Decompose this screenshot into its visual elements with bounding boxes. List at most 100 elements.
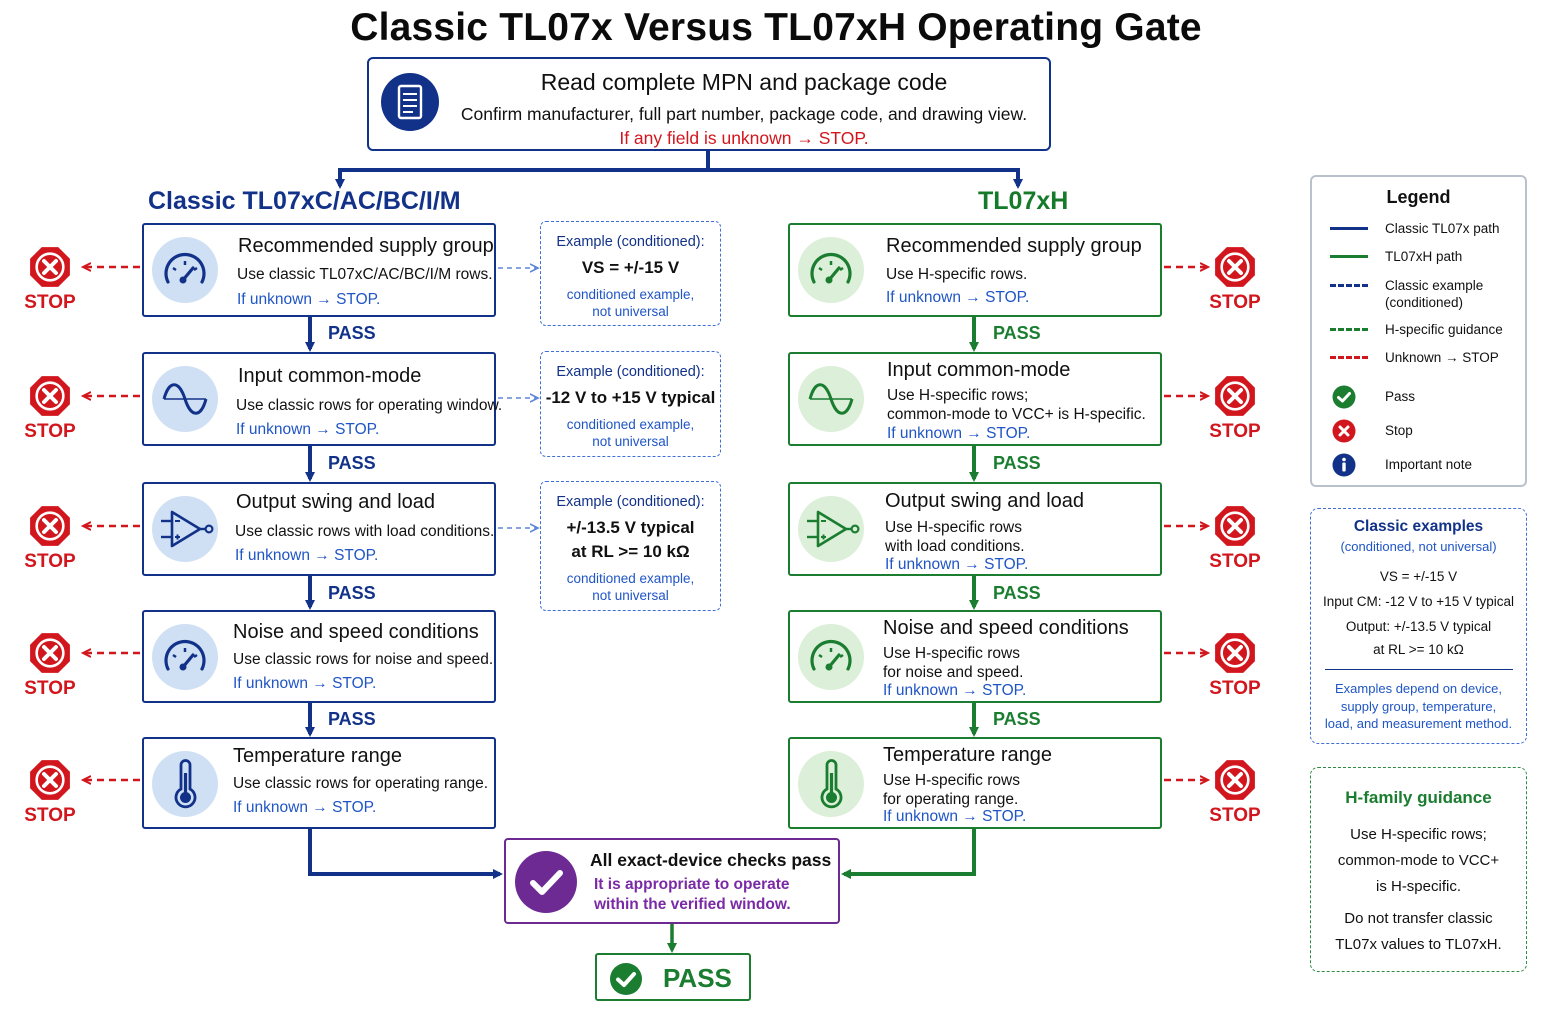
classic-examples-line: Input CM: -12 V to +15 V typical bbox=[1323, 594, 1514, 609]
classic-step-title: Input common-mode bbox=[238, 365, 422, 387]
h-family-guidance-panel: H-family guidance Use H-specific rows; c… bbox=[1310, 767, 1527, 972]
example-heading: Example (conditioned): bbox=[556, 364, 705, 380]
h-step-description: Use H-specific rows; common-mode to VCC+… bbox=[887, 387, 1146, 423]
h-step-unknown-rule: If unknown → STOP. bbox=[885, 556, 1029, 573]
classic-stop-badge: STOP bbox=[21, 244, 79, 314]
h-step-description: Use H-specific rows with load conditions… bbox=[885, 519, 1025, 555]
legend-item: Pass bbox=[1330, 385, 1416, 409]
classic-examples-line: at RL >= 10 kΩ bbox=[1373, 642, 1464, 657]
example-note: conditioned example, not universal bbox=[566, 571, 695, 603]
gauge-icon bbox=[152, 624, 218, 690]
legend-item-label: Classic example (conditioned) bbox=[1385, 278, 1484, 310]
example-heading: Example (conditioned): bbox=[556, 234, 705, 250]
stop-x-icon bbox=[21, 630, 79, 676]
op-amp-icon bbox=[798, 496, 864, 562]
stop-x-icon bbox=[1332, 419, 1356, 447]
h-step-title: Noise and speed conditions bbox=[883, 617, 1129, 639]
all-checks-subtext: It is appropriate to operate within the … bbox=[594, 876, 791, 913]
classic-examples-line: Output: +/-13.5 V typical bbox=[1345, 619, 1492, 634]
classic-pass-label: PASS bbox=[328, 323, 376, 343]
all-checks-pass-box: All exact-device checks pass It is appro… bbox=[504, 838, 840, 924]
classic-step-unknown-rule: If unknown → STOP. bbox=[236, 421, 380, 438]
legend-item-label: Classic TL07x path bbox=[1385, 221, 1500, 236]
stop-label: STOP bbox=[24, 292, 76, 313]
legend-item-label: Important note bbox=[1385, 457, 1473, 472]
classic-step-unknown-rule: If unknown → STOP. bbox=[233, 799, 377, 816]
h-pass-label: PASS bbox=[993, 323, 1041, 343]
classic-column-heading: Classic TL07xC/AC/BC/I/M bbox=[148, 187, 461, 215]
legend-line-swatch bbox=[1330, 328, 1368, 331]
legend-item: TL07xH path bbox=[1330, 248, 1462, 265]
stop-label: STOP bbox=[24, 805, 76, 826]
gauge-icon bbox=[798, 624, 864, 690]
stop-x-icon bbox=[21, 757, 79, 803]
h-stop-badge: STOP bbox=[1206, 373, 1264, 443]
h-stop-badge: STOP bbox=[1206, 630, 1264, 700]
h-step-unknown-rule: If unknown → STOP. bbox=[887, 425, 1031, 442]
classic-examples-note: Examples depend on device, supply group,… bbox=[1324, 681, 1513, 731]
h-pass-label: PASS bbox=[993, 709, 1041, 729]
stop-x-icon bbox=[21, 244, 79, 290]
classic-step-description: Use classic rows with load conditions. bbox=[235, 523, 495, 540]
example-note: conditioned example, not universal bbox=[566, 287, 695, 319]
stop-label: STOP bbox=[24, 551, 76, 572]
h-step-title: Output swing and load bbox=[885, 490, 1085, 512]
h-step-unknown-rule: If unknown → STOP. bbox=[883, 808, 1027, 825]
h-to-final-arrow bbox=[841, 829, 976, 879]
legend-item-label: H-specific guidance bbox=[1385, 322, 1503, 337]
stop-label: STOP bbox=[1209, 421, 1261, 442]
stop-x-icon bbox=[1206, 630, 1264, 676]
classic-step-unknown-rule: If unknown → STOP. bbox=[235, 547, 379, 564]
h-step-title: Temperature range bbox=[883, 744, 1052, 766]
stop-x-icon bbox=[21, 373, 79, 419]
sine-wave-icon bbox=[152, 366, 218, 432]
h-guidance-transfer-warning: Do not transfer classic TL07x values to … bbox=[1335, 910, 1502, 953]
h-guidance-title: H-family guidance bbox=[1345, 788, 1492, 807]
h-guidance-text: Use H-specific rows; common-mode to VCC+… bbox=[1337, 826, 1500, 895]
classic-examples-line: VS = +/-15 V bbox=[1379, 569, 1458, 584]
stop-label: STOP bbox=[1209, 805, 1261, 826]
classic-stop-badge: STOP bbox=[21, 503, 79, 573]
classic-step-unknown-rule: If unknown → STOP. bbox=[233, 675, 377, 692]
h-step-description: Use H-specific rows for noise and speed. bbox=[883, 645, 1024, 681]
pass-check-icon bbox=[609, 962, 643, 1001]
info-icon bbox=[1332, 453, 1356, 481]
example-value: -12 V to +15 V typical bbox=[545, 388, 716, 407]
stop-label: STOP bbox=[1209, 678, 1261, 699]
read-mpn-description: Confirm manufacturer, full part number, … bbox=[460, 104, 1028, 124]
legend-line-swatch bbox=[1330, 227, 1368, 230]
op-amp-icon bbox=[152, 496, 218, 562]
pass-check-icon bbox=[1332, 385, 1356, 413]
h-step-unknown-rule: If unknown → STOP. bbox=[886, 289, 1030, 306]
legend-line-swatch bbox=[1330, 356, 1368, 359]
classic-pass-label: PASS bbox=[328, 709, 376, 729]
sine-wave-icon bbox=[798, 366, 864, 432]
classic-to-final-arrow bbox=[308, 829, 503, 879]
legend-title: Legend bbox=[1386, 187, 1451, 207]
classic-examples-panel: Classic examples (conditioned, not unive… bbox=[1310, 508, 1527, 744]
classic-stop-badge: STOP bbox=[21, 373, 79, 443]
legend-item: Stop bbox=[1330, 419, 1413, 443]
all-checks-heading: All exact-device checks pass bbox=[590, 850, 832, 870]
legend-item: Classic example (conditioned) bbox=[1330, 277, 1483, 311]
classic-step-title: Temperature range bbox=[233, 745, 402, 767]
gauge-icon bbox=[152, 237, 218, 303]
thermometer-icon bbox=[152, 751, 218, 817]
legend-item-label: Unknown → STOP bbox=[1385, 350, 1499, 365]
classic-examples-subtitle: (conditioned, not universal) bbox=[1340, 539, 1497, 554]
legend-item: Unknown → STOP bbox=[1330, 349, 1499, 366]
legend-item-label: Pass bbox=[1385, 389, 1416, 404]
classic-pass-label: PASS bbox=[328, 453, 376, 473]
stop-label: STOP bbox=[24, 678, 76, 699]
h-pass-label: PASS bbox=[993, 453, 1041, 473]
classic-step-description: Use classic TL07xC/AC/BC/I/M rows. bbox=[237, 266, 493, 283]
final-pass-box: PASS bbox=[595, 953, 751, 1001]
classic-step-title: Output swing and load bbox=[236, 491, 436, 513]
